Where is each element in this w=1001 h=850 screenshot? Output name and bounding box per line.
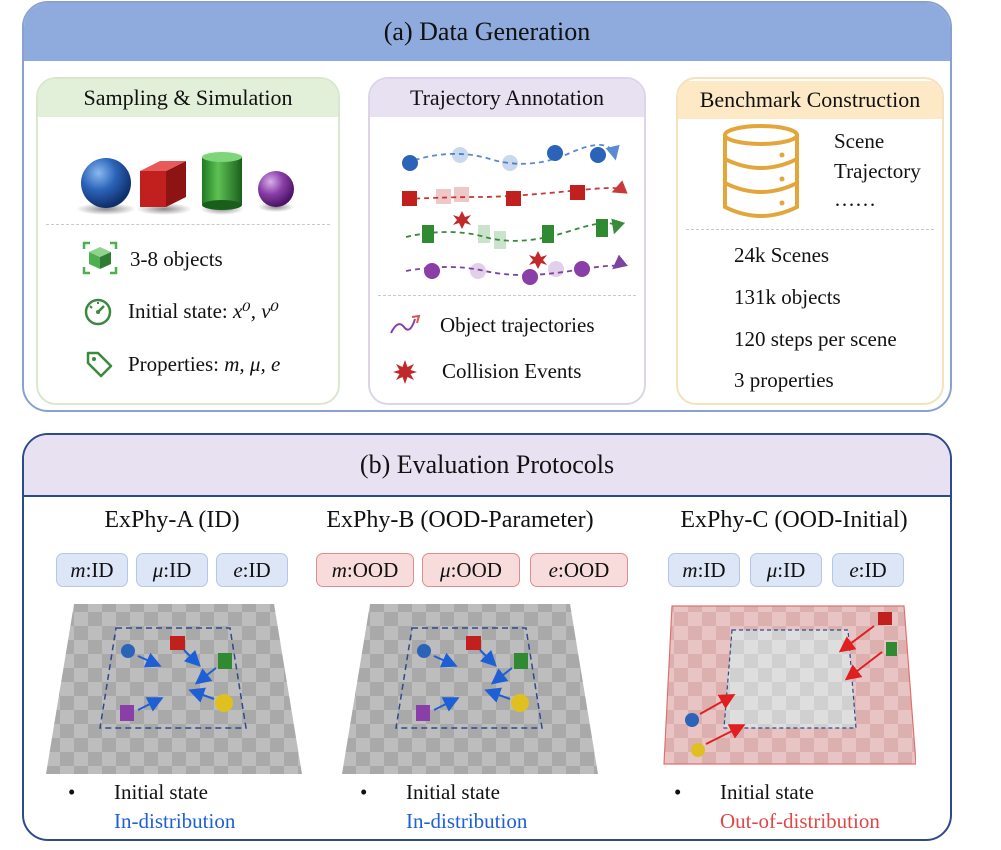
panel-a-title: (a) Data Generation [24, 3, 950, 61]
protocol-a-title: ExPhy-A (ID) [104, 507, 240, 533]
purple-sphere [258, 171, 294, 207]
chip-sym: m [70, 557, 86, 582]
shapes-illustration [76, 152, 294, 215]
tag-icon [86, 351, 113, 378]
cube-icon [82, 241, 118, 275]
chip-sym: μ [152, 557, 164, 582]
chip-mass-b: m:OOD [316, 553, 414, 587]
database-icon [723, 124, 799, 218]
legend-trajectories: Object trajectories [440, 313, 595, 337]
db-item-trajectory: Trajectory [834, 159, 921, 183]
gauge-icon [84, 298, 112, 326]
chip-mass-c: m:ID [668, 553, 740, 587]
chip-val: :OOD [557, 557, 610, 582]
chip-sym: e [548, 557, 558, 582]
green-cylinder [202, 152, 242, 210]
chip-val: :ID [858, 557, 887, 582]
red-cube [140, 161, 186, 207]
sampling-card: Sampling & Simulation [36, 77, 340, 405]
stat-objects: 131k objects [734, 285, 841, 309]
benchmark-card: Benchmark Construction Scene Trajectory … [676, 77, 944, 405]
db-item-scene: Scene [834, 129, 885, 153]
bullet-c: • [674, 780, 682, 804]
protocol-b-title: ExPhy-B (OOD-Parameter) [326, 507, 594, 533]
initial-state-row: Initial state: x⁰, v⁰ [128, 299, 279, 324]
protocol-b-state: Initial state [406, 780, 500, 804]
stat-properties: 3 properties [734, 368, 834, 392]
protocol-b-distribution: In-distribution [406, 809, 528, 833]
stat-steps: 120 steps per scene [734, 327, 897, 351]
chip-elasticity-a: e:ID [216, 553, 288, 587]
protocol-a-distribution: In-distribution [114, 809, 236, 833]
chip-friction-c: μ:ID [750, 553, 822, 587]
bullet-b: • [360, 780, 368, 804]
chip-val: :OOD [450, 557, 502, 582]
trajectory-title: Trajectory Annotation [370, 79, 644, 117]
properties-label: Properties: [128, 352, 225, 376]
chip-val: :ID [777, 557, 806, 582]
chip-val: :ID [163, 557, 192, 582]
chip-sym: m [682, 557, 698, 582]
protocol-c-state: Initial state [720, 780, 814, 804]
chip-elasticity-b: e:OOD [530, 553, 628, 587]
evaluation-protocols-panel: (b) Evaluation Protocols ExPhy-A (ID) Ex… [22, 433, 952, 841]
chip-val: :ID [85, 557, 114, 582]
sampling-title: Sampling & Simulation [38, 79, 338, 117]
trajectory-card: Trajectory Annotation [368, 77, 646, 405]
benchmark-title: Benchmark Construction [678, 81, 942, 119]
protocol-a-state: Initial state [114, 780, 208, 804]
initial-state-label: Initial state: [128, 299, 233, 323]
scene-board-a [46, 604, 302, 774]
chip-val: :OOD [346, 557, 399, 582]
blue-sphere [81, 158, 131, 208]
chip-sym: μ [766, 557, 778, 582]
collision-star-icon [393, 360, 417, 384]
chip-sym: e [849, 557, 859, 582]
trajectory-illustration [402, 144, 628, 285]
panel-b-title: (b) Evaluation Protocols [24, 435, 950, 497]
stat-scenes: 24k Scenes [734, 243, 830, 267]
scene-board-c [663, 605, 916, 765]
scene-board-b [342, 604, 598, 774]
initial-state-math: x⁰, v⁰ [232, 299, 279, 323]
protocol-c-distribution: Out-of-distribution [720, 809, 880, 833]
db-item-more: …… [834, 187, 876, 211]
chip-sym: μ [440, 557, 451, 582]
properties-math: m, μ, e [224, 352, 281, 376]
chip-mass-a: m:ID [56, 553, 128, 587]
legend-collision: Collision Events [442, 359, 582, 383]
data-generation-panel: (a) Data Generation Sampling & Simulatio… [22, 1, 952, 412]
trajectory-legend-icon [390, 314, 421, 334]
objects-count: 3-8 objects [130, 247, 223, 271]
chip-elasticity-c: e:ID [832, 553, 904, 587]
chip-friction-b: μ:OOD [422, 553, 520, 587]
chip-friction-a: μ:ID [136, 553, 208, 587]
bullet-a: • [68, 780, 76, 804]
chip-val: :ID [697, 557, 726, 582]
chip-sym: m [331, 557, 347, 582]
chip-sym: e [233, 557, 243, 582]
properties-row: Properties: m, μ, e [128, 352, 280, 377]
chip-val: :ID [242, 557, 271, 582]
protocol-c-title: ExPhy-C (OOD-Initial) [680, 507, 908, 533]
